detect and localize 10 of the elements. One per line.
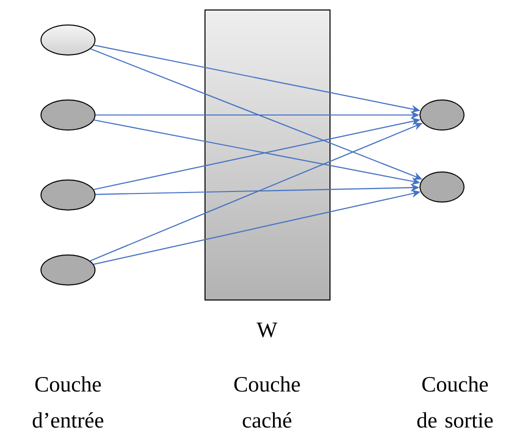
neuron-ellipse: [420, 172, 464, 202]
neuron-ellipse: [40, 100, 96, 130]
neuron-ellipse: [420, 100, 464, 130]
neuron-ellipse: [40, 254, 96, 286]
layer-label: W: [256, 322, 278, 338]
layer-label: Couche caché: [234, 376, 300, 428]
layer-label: Couche d’entrée: [32, 376, 104, 428]
neuron-ellipse: [40, 180, 96, 210]
layer-label: Couche de sortie: [417, 376, 493, 428]
neuron-ellipse: [40, 24, 96, 56]
